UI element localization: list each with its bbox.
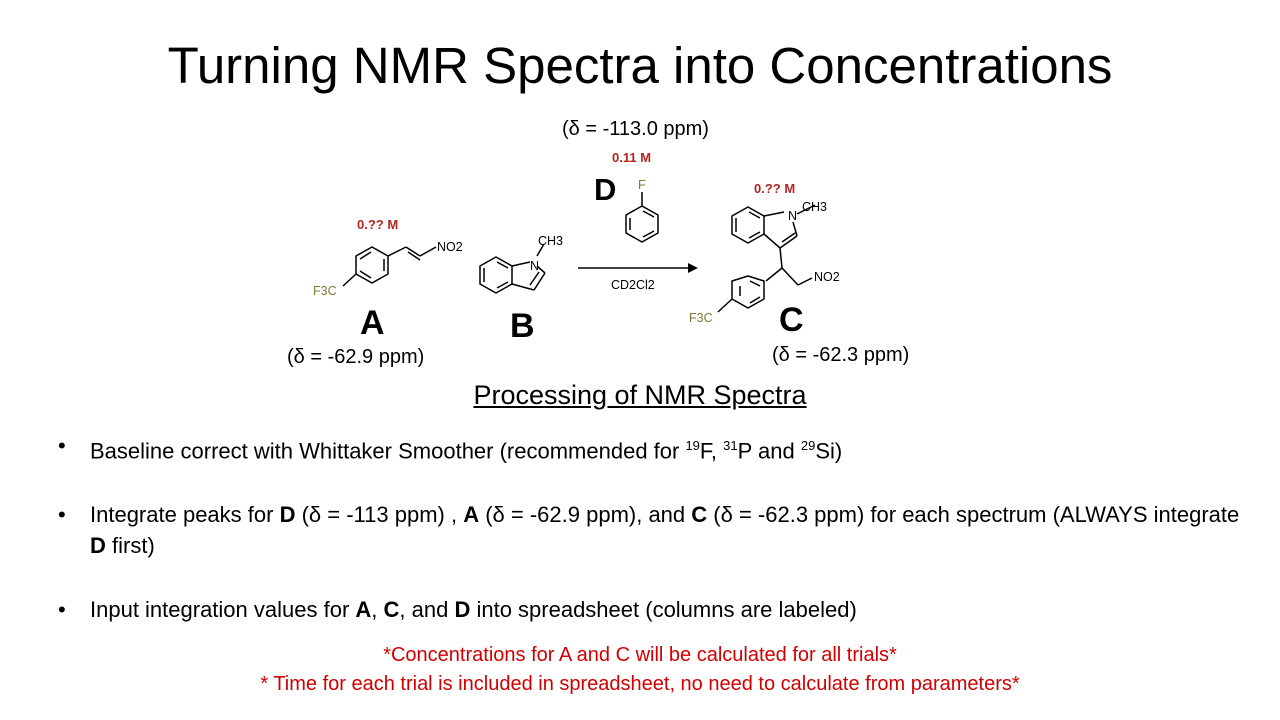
reaction-arrow-head: [688, 263, 698, 273]
d-fluorine-label: F: [638, 178, 646, 192]
c-cf3-label: F3C: [689, 311, 713, 325]
bullet-input: • Input integration values for A, C, and…: [58, 597, 857, 623]
a-cf3-label: F3C: [313, 284, 337, 298]
bullet-baseline: • Baseline correct with Whittaker Smooth…: [58, 433, 843, 464]
d-shift-label: (δ = -113.0 ppm): [562, 118, 709, 140]
note-concentrations: *Concentrations for A and C will be calc…: [383, 644, 897, 666]
a-no2-label: NO2: [437, 240, 463, 254]
compound-b-letter: B: [510, 307, 535, 345]
b-n-label: N: [530, 259, 540, 273]
bullet-integrate: • Integrate peaks for D (δ = -113 ppm) ,…: [58, 502, 1240, 559]
slide-title: Turning NMR Spectra into Concentrations: [167, 37, 1113, 94]
c-concentration: 0.?? M: [754, 181, 796, 196]
compound-c-letter: C: [779, 301, 804, 339]
compound-d-letter: D: [594, 172, 617, 207]
methylindole-structure: [479, 243, 546, 294]
c-shift-label: (δ = -62.3 ppm): [772, 344, 910, 366]
reaction-scheme: [342, 192, 816, 313]
a-shift-label: (δ = -62.9 ppm): [287, 346, 425, 368]
arrow-solvent-label: CD2Cl2: [611, 278, 655, 292]
nitrostyrene-structure: [342, 246, 437, 287]
fluorobenzene-structure: [625, 192, 659, 243]
bullet-list: • Baseline correct with Whittaker Smooth…: [58, 430, 1258, 625]
d-concentration: 0.11 M: [612, 150, 652, 165]
note-time: * Time for each trial is included in spr…: [260, 673, 1020, 695]
product-structure: [717, 204, 816, 313]
b-ch3-label: CH3: [538, 234, 564, 248]
compound-a-letter: A: [360, 304, 385, 342]
c-n-label: N: [788, 209, 798, 223]
a-concentration: 0.?? M: [357, 217, 399, 232]
c-no2-label: NO2: [814, 270, 840, 284]
c-ch3-label: CH3: [802, 200, 828, 214]
section-title: Processing of NMR Spectra: [473, 380, 807, 410]
